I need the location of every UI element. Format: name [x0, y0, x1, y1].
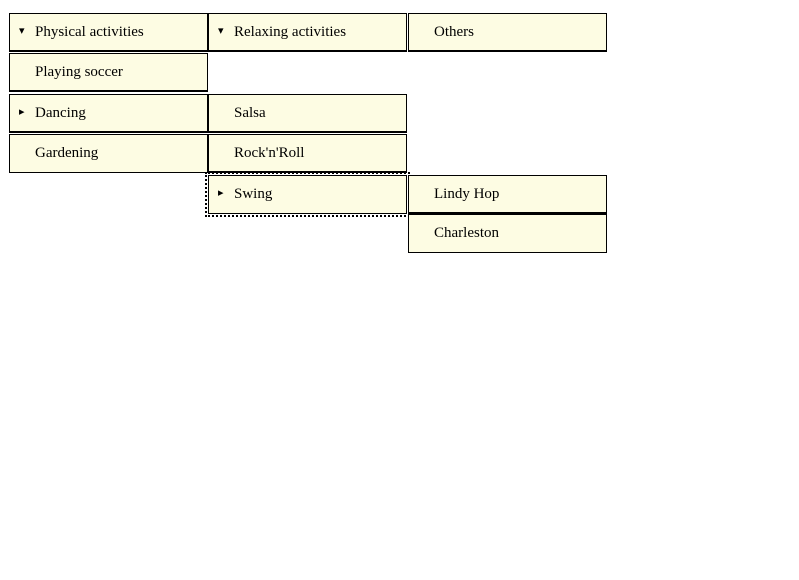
column-item[interactable]: ▸Rock'n'Roll	[208, 134, 407, 173]
column-item[interactable]: ▸ Dancing	[9, 94, 208, 133]
column-item-label: Relaxing activities	[234, 23, 347, 40]
column-item-label: Gardening	[35, 145, 99, 162]
column-item-label: Salsa	[234, 104, 266, 121]
column-item[interactable]: ▸Others	[408, 13, 607, 52]
triangle-down-icon[interactable]: ▾	[218, 24, 224, 37]
column-item-label: Physical activities	[35, 23, 144, 40]
column-item[interactable]: ▸ Swing	[205, 172, 410, 217]
column-item[interactable]: ▸Gardening	[9, 134, 208, 173]
column-item[interactable]: ▸Lindy Hop	[408, 175, 607, 214]
column-item[interactable]: ▸Charleston	[408, 214, 607, 253]
column-item-label: Others	[434, 23, 474, 40]
column-item-label: Swing	[234, 186, 273, 203]
column-item[interactable]: ▸Salsa	[208, 94, 407, 133]
triangle-right-icon[interactable]: ▸	[218, 187, 224, 199]
column-item-label: Dancing	[35, 104, 86, 121]
column-item-label: Playing soccer	[35, 63, 123, 80]
column-item[interactable]: ▾ Physical activities	[9, 13, 208, 52]
triangle-right-icon[interactable]: ▸	[19, 105, 25, 118]
triangle-down-icon[interactable]: ▾	[19, 24, 25, 37]
column-item-label: Charleston	[434, 225, 499, 242]
column-item[interactable]: ▸Playing soccer	[9, 53, 208, 92]
column-item-label: Rock'n'Roll	[234, 144, 305, 161]
column-item-label: Lindy Hop	[434, 185, 500, 202]
column-item[interactable]: ▾ Relaxing activities	[208, 13, 407, 52]
